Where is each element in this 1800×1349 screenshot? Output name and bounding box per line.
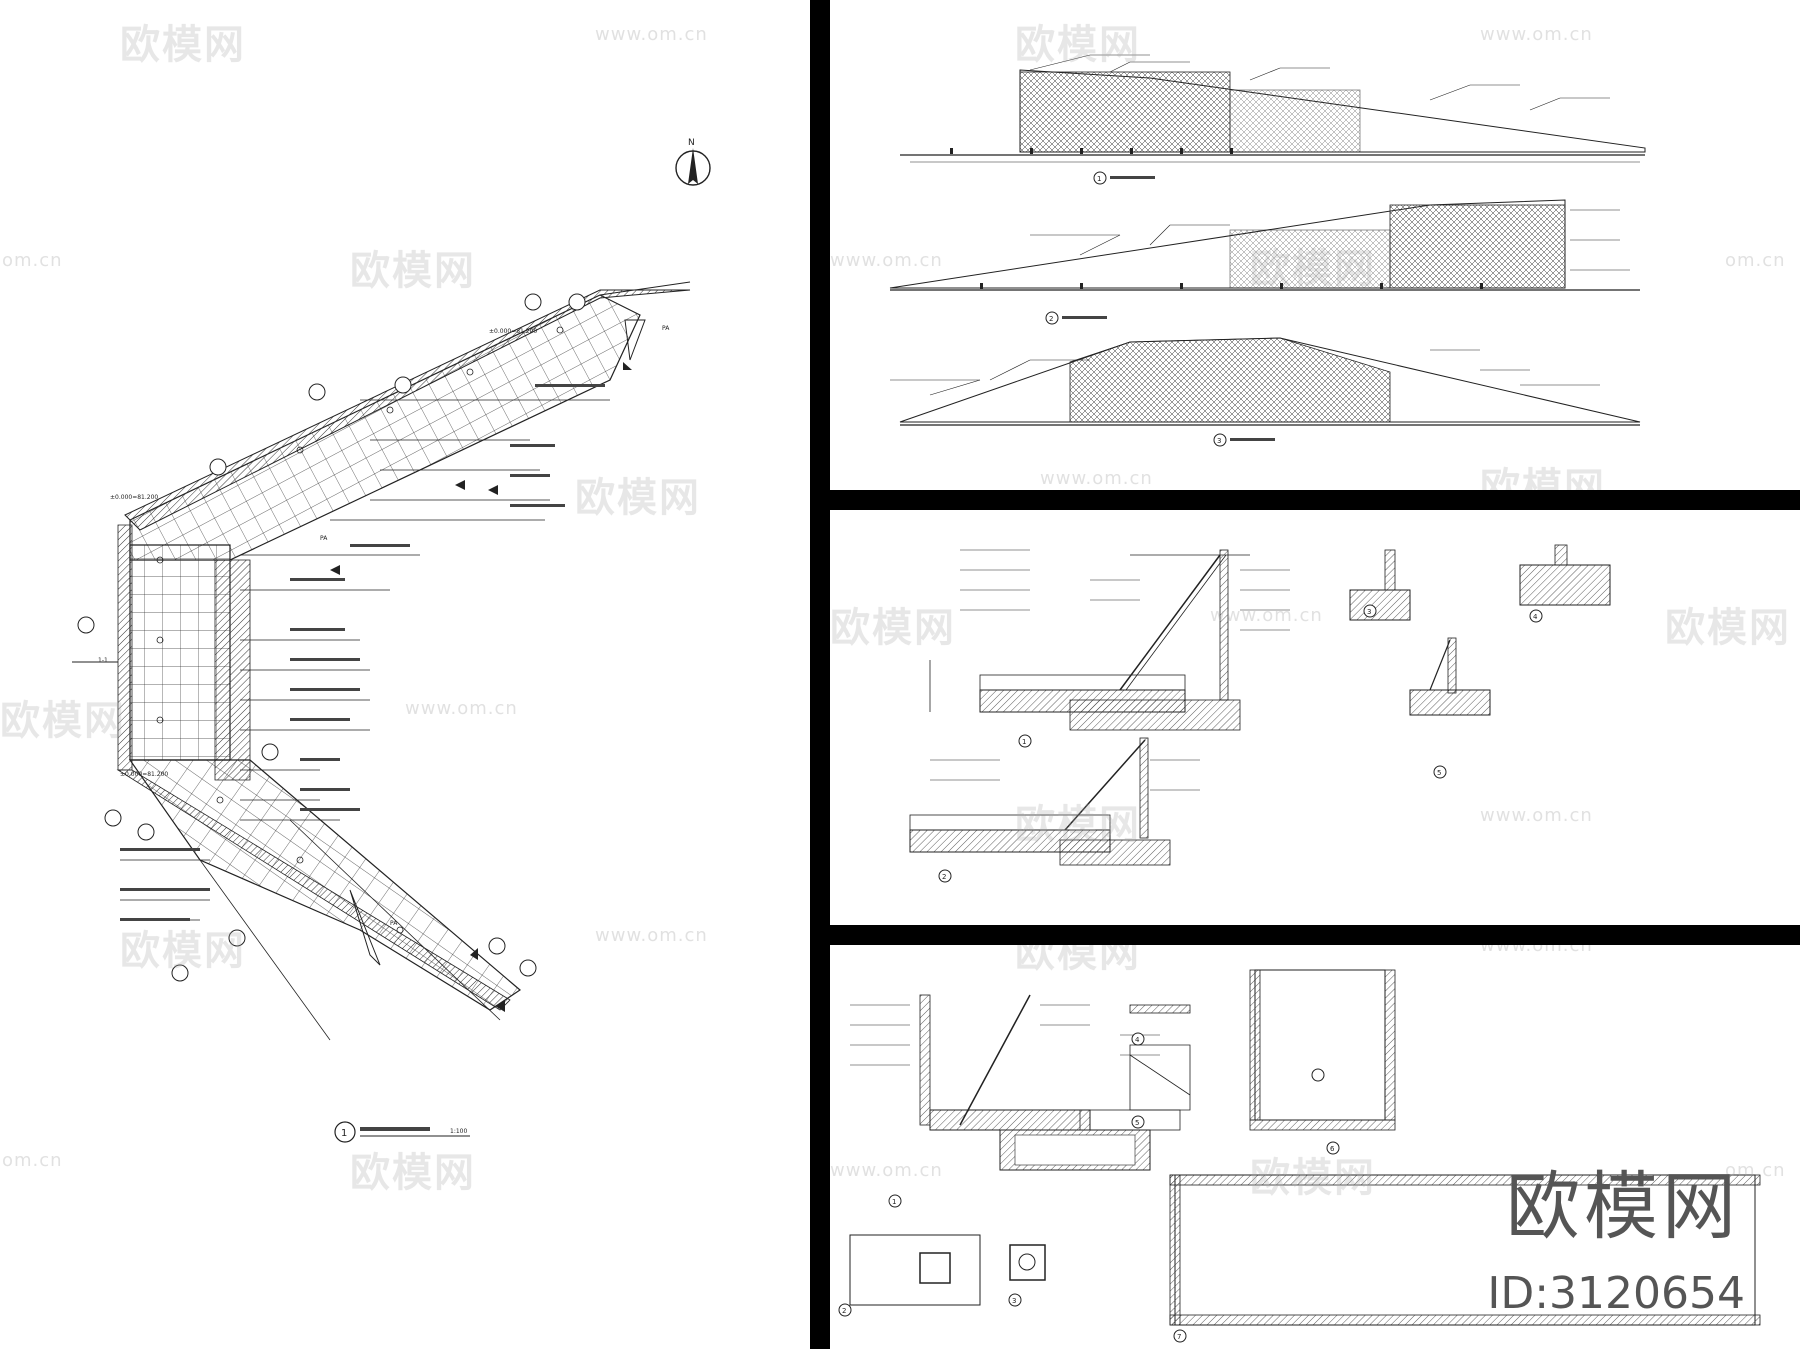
watermark-logo: 欧模网 <box>1015 22 1141 68</box>
drawing-number: 4 <box>1533 613 1538 621</box>
watermark-logo: 欧模网 <box>120 928 246 974</box>
drawing-number: 5 <box>1135 1119 1139 1127</box>
elevation-label: ±0.000=81.200 <box>489 328 537 335</box>
watermark-url: www.om.cn <box>830 1160 943 1181</box>
detail-drawing: 1 2 3 4 5 6 7 <box>838 969 1761 1343</box>
watermark-url: www.om.cn <box>830 250 943 271</box>
watermark-url: www.om.cn <box>1480 24 1593 45</box>
section-label: PA <box>320 535 328 542</box>
section-label: PA <box>662 325 670 332</box>
watermark-logo: 欧模网 <box>830 605 956 651</box>
watermark-url: www.om.cn <box>595 24 708 45</box>
elevation-sheet: 1 2 3 欧模网 www.om.cn www.om.cn <box>830 0 1800 490</box>
watermark-logo: 欧模网 <box>1480 465 1606 490</box>
section-drawing: 1 2 3 4 5 <box>909 544 1611 883</box>
drawing-number: 2 <box>942 873 946 881</box>
elevation-label: ±0.000=81.200 <box>110 494 158 501</box>
brand-id: ID:3120654 <box>1487 1268 1745 1319</box>
plan-title-block: 1 1:100 <box>334 1121 470 1143</box>
drawing-number: 1 <box>1097 175 1101 183</box>
plan-drawing: N <box>72 138 711 1143</box>
watermark-logo: 欧模网 <box>350 1150 476 1196</box>
watermark-url: www.om.cn <box>405 698 518 719</box>
drawing-number: 1 <box>1022 738 1026 746</box>
drawing-number: 3 <box>1217 437 1221 445</box>
section-label: 1-1 <box>98 657 108 664</box>
watermark-logo: 欧模网 <box>350 248 476 294</box>
plan-scale: 1:100 <box>450 1128 467 1135</box>
watermark-logo: 欧模网 <box>575 475 701 521</box>
watermark-logo: 欧模网 <box>1015 945 1141 976</box>
elevation-label: ±0.000=81.200 <box>120 771 168 778</box>
north-label: N <box>688 138 695 148</box>
section-sheet: 1 2 3 4 5 欧模网 www.om.cn 欧模网 欧模网 www.om.c… <box>830 510 1800 925</box>
watermark-logo: 欧模网 <box>1250 1155 1376 1201</box>
drawing-number: 1 <box>892 1198 896 1206</box>
drawing-number: 2 <box>842 1307 846 1315</box>
plan-sheet: N <box>0 0 810 1349</box>
watermark-url: om.cn <box>1725 1160 1786 1181</box>
section-label: PA <box>390 920 398 927</box>
drawing-number: 7 <box>1177 1333 1181 1341</box>
watermark-logo: 欧模网 <box>120 22 246 68</box>
drawing-number: 3 <box>1367 608 1371 616</box>
drawing-number: 5 <box>1437 769 1441 777</box>
watermark-logo: 欧模网 <box>1665 605 1791 651</box>
watermark-logo: 欧模网 <box>0 698 126 744</box>
elevation-drawing: 1 2 3 <box>889 54 1646 447</box>
watermark-url: om.cn <box>2 1150 63 1171</box>
watermark-url: www.om.cn <box>1210 605 1323 626</box>
brand-logo: 欧模网 <box>1506 1164 1740 1250</box>
drawing-number: 1 <box>341 1128 347 1139</box>
watermark-url: om.cn <box>1725 250 1786 271</box>
watermark-logo: 欧模网 <box>1015 802 1141 848</box>
drawing-number: 3 <box>1012 1297 1016 1305</box>
drawing-number: 6 <box>1330 1145 1335 1153</box>
watermark-url: www.om.cn <box>1480 805 1593 826</box>
watermark-url: www.om.cn <box>1480 945 1593 956</box>
drawing-number: 4 <box>1135 1036 1140 1044</box>
watermark-url: www.om.cn <box>595 925 708 946</box>
watermark-logo: 欧模网 <box>1250 246 1376 292</box>
drawing-number: 2 <box>1049 315 1053 323</box>
watermark-url: om.cn <box>2 250 63 271</box>
north-arrow-icon: N <box>675 138 711 186</box>
detail-sheet: 1 2 3 4 5 6 7 欧模网 www.om.cn <box>830 945 1800 1349</box>
watermark-url: www.om.cn <box>1040 468 1153 489</box>
